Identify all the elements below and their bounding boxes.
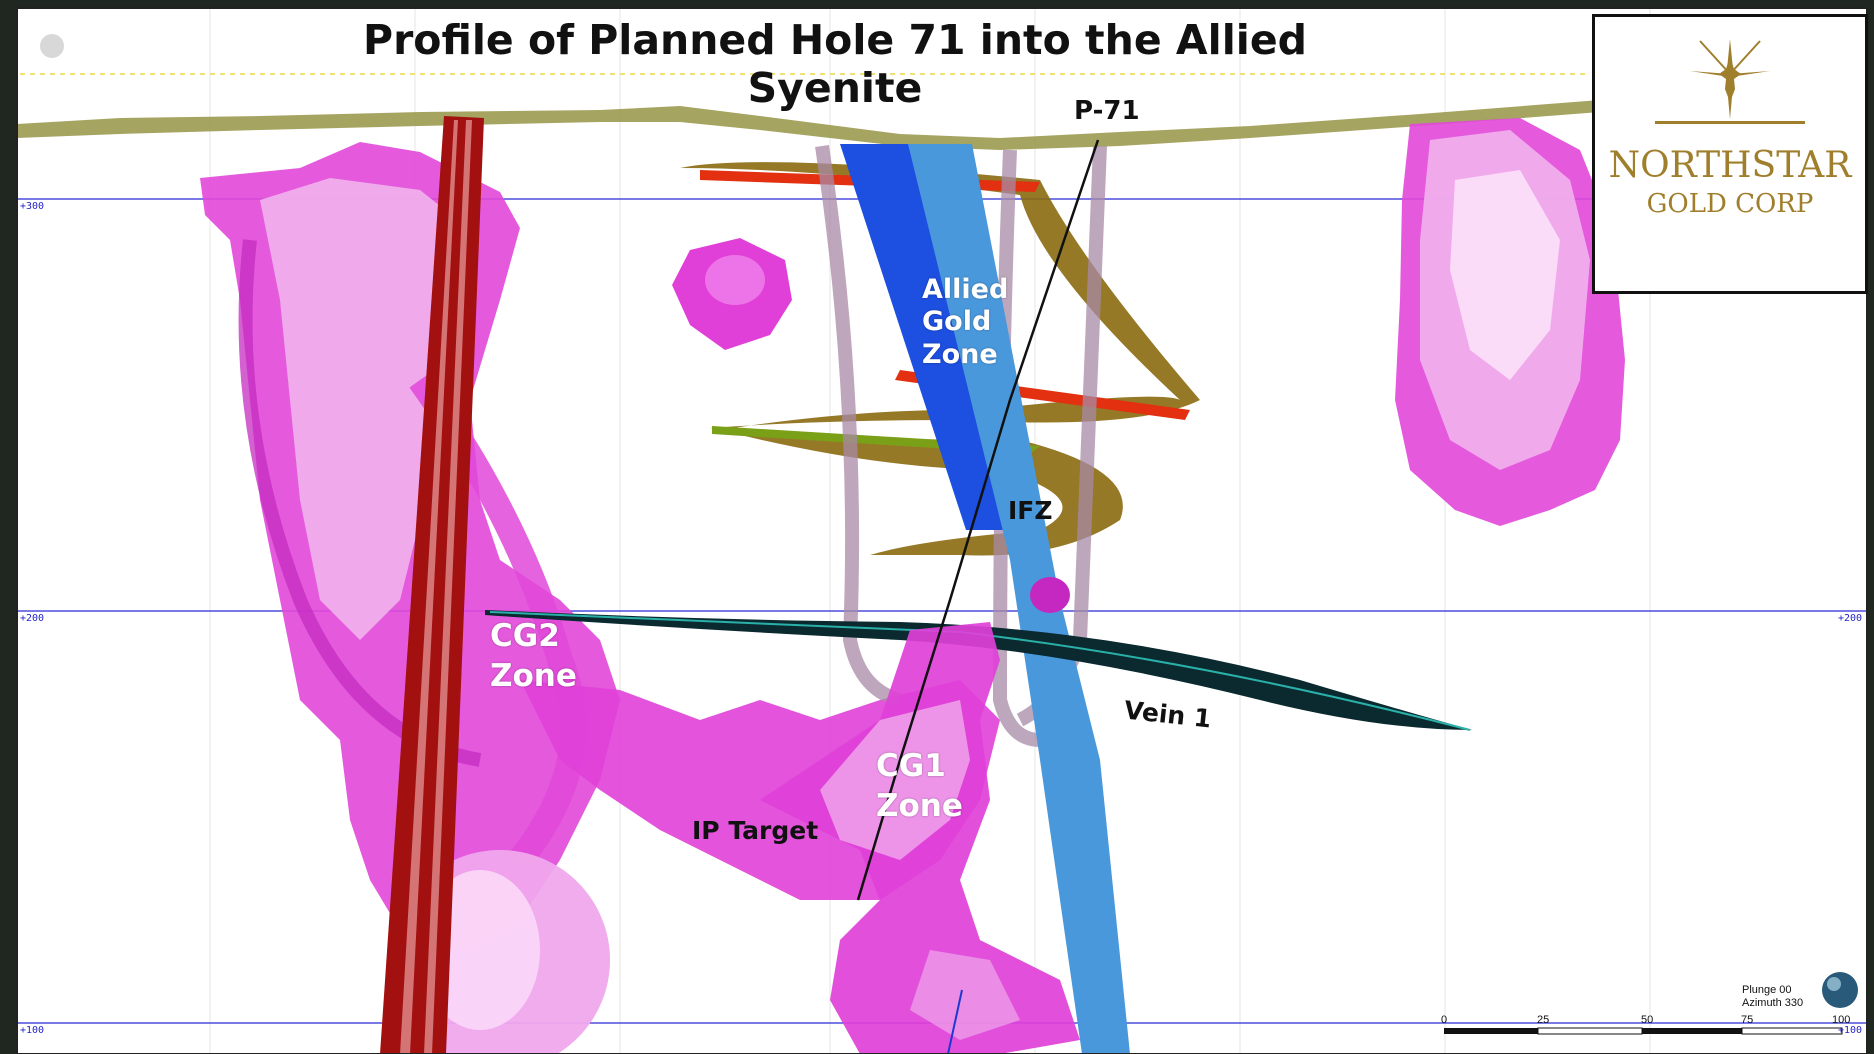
scale-tick-100: 100 — [1832, 1014, 1851, 1026]
scale-tick-50: 50 — [1641, 1014, 1654, 1026]
scale-bar — [1444, 1027, 1843, 1035]
elevation-label-100-right: +100 — [1838, 1025, 1863, 1036]
right-magenta-body — [1395, 118, 1625, 526]
cg1-label-line2: Zone — [876, 788, 963, 825]
cg1-zone-label: CG1 Zone — [876, 746, 963, 827]
red-dike — [380, 116, 484, 1054]
cg2-zone-label: CG2 Zone — [490, 616, 577, 697]
wrench-icon — [40, 34, 64, 58]
allied-label-line1: Allied — [922, 274, 1009, 305]
ifz-label: IFZ — [1008, 496, 1053, 525]
logo-name-line2: GOLD CORP — [1646, 189, 1814, 219]
allied-label-line2: Gold — [922, 306, 992, 338]
allied-gold-zone-label: Allied Gold Zone — [922, 274, 1008, 371]
plunge-text: Plunge 00 — [1742, 984, 1792, 996]
scale-tick-75: 75 — [1741, 1014, 1754, 1026]
ip-target-label: IP Target — [692, 816, 819, 845]
planned-hole-trace — [856, 139, 1100, 901]
scale-tick-25: 25 — [1537, 1014, 1550, 1026]
topographic-surface — [17, 88, 1867, 150]
logo-name-line1: NORTHSTAR — [1608, 145, 1852, 186]
plot-border — [16, 7, 1868, 1054]
allied-gold-zone-fault — [908, 144, 1130, 1054]
elevation-label-300: +300 — [20, 201, 45, 212]
view-info: Plunge 00 Azimuth 330 — [1742, 984, 1803, 1010]
figure-title: Profile of Planned Hole 71 into the Alli… — [363, 16, 1307, 112]
scale-tick-0: 0 — [1441, 1014, 1448, 1026]
cg2-label-line1: CG2 — [490, 618, 560, 654]
star-burst-icon — [1655, 39, 1805, 124]
cg1-label-line1: CG1 — [876, 748, 946, 784]
elevation-label-100-left: +100 — [20, 1025, 45, 1036]
company-logo: NORTHSTAR GOLD CORP — [1592, 14, 1868, 294]
hole-deep-trace — [947, 989, 963, 1054]
cg2-label-line2: Zone — [490, 658, 577, 695]
allied-gold-zone — [840, 144, 1008, 530]
azimuth-text: Azimuth 330 — [1742, 997, 1804, 1010]
elevation-label-200-right: +200 — [1838, 613, 1863, 624]
allied-label-line3: Zone — [922, 338, 998, 370]
elevation-label-200-left: +200 — [20, 613, 45, 624]
hole-label-p71: P-71 — [1074, 96, 1140, 126]
globe-icon — [1822, 972, 1858, 1008]
